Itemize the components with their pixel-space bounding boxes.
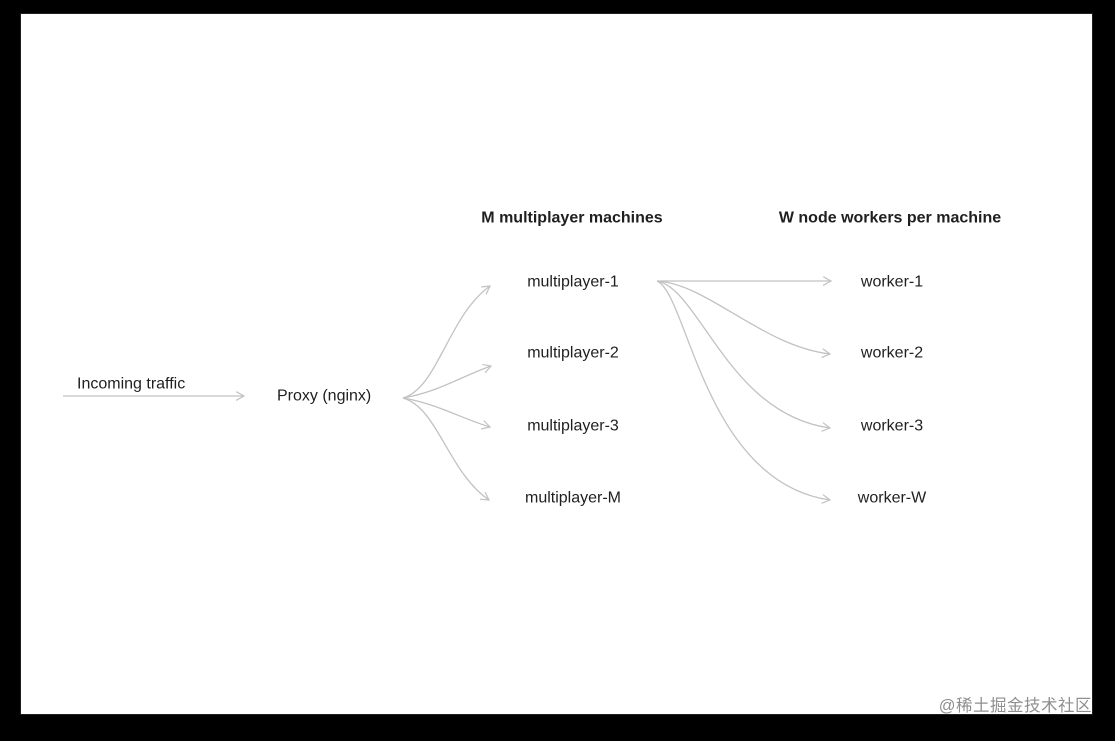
node-multiplayer-3: multiplayer-3 — [527, 417, 619, 435]
node-multiplayer-2: multiplayer-2 — [527, 344, 619, 362]
column-header-multiplayer: M multiplayer machines — [481, 209, 663, 227]
juejin-watermark: @稀土掘金技术社区 — [938, 697, 1092, 715]
diagram-canvas — [21, 14, 1092, 714]
node-worker-W: worker-W — [857, 489, 927, 507]
incoming-traffic-label: Incoming traffic — [77, 375, 186, 393]
column-header-workers: W node workers per machine — [778, 209, 1002, 227]
proxy-node-label: Proxy (nginx) — [277, 387, 372, 405]
node-worker-3: worker-3 — [860, 417, 924, 435]
node-worker-2: worker-2 — [860, 344, 924, 362]
node-worker-1: worker-1 — [860, 273, 924, 291]
node-multiplayer-M: multiplayer-M — [524, 489, 622, 507]
node-multiplayer-1: multiplayer-1 — [527, 273, 619, 291]
